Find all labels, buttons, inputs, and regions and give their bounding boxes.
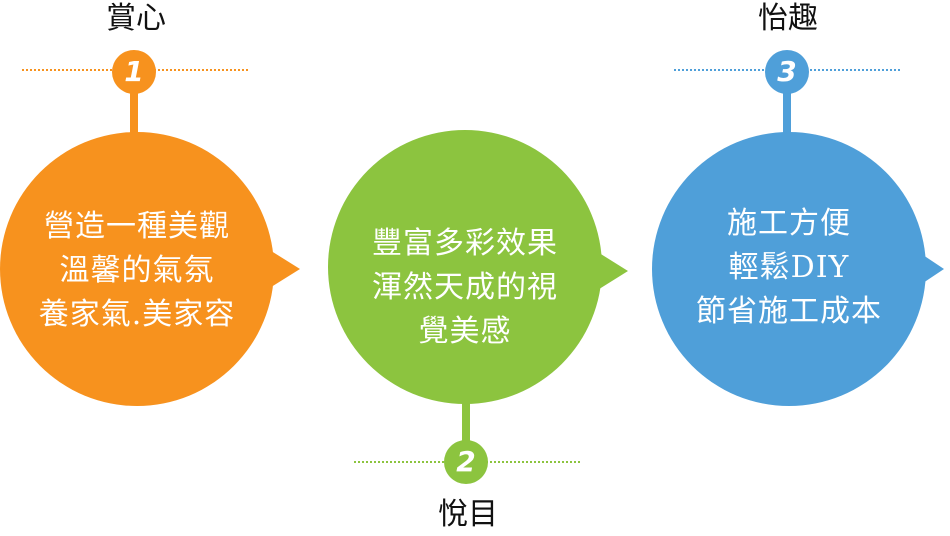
step-1-title: 賞心 (106, 1, 166, 36)
step-2-text: 豐富多彩效果 渾然天成的視 覺美感 (328, 222, 602, 354)
step-2-line-1: 豐富多彩效果 (372, 226, 558, 261)
step-2-number-badge: 2 (444, 440, 488, 484)
step-3-line-1: 施工方便 (727, 206, 851, 241)
step-3-pointer (914, 249, 944, 289)
step-1-number-badge: 1 (112, 50, 156, 94)
step-1-line-1: 營造一種美觀 (44, 209, 230, 244)
step-3-number-badge: 3 (765, 50, 809, 94)
step-3-title: 怡趣 (758, 1, 818, 36)
step-1-line-2: 溫馨的氣氛 (59, 253, 215, 288)
step-2-connector (462, 396, 470, 448)
step-1-connector (130, 84, 138, 144)
step-2-bubble (328, 130, 602, 404)
step-2-title: 悅目 (438, 497, 498, 532)
step-1-bubble (0, 132, 274, 406)
step-2-pointer (596, 251, 628, 291)
step-3-line-3: 節省施工成本 (696, 294, 882, 329)
step-1-line-3: 養家氣.美家容 (38, 297, 236, 332)
step-3-bubble (652, 132, 926, 406)
step-3-line-2: 輕鬆DIY (728, 250, 850, 285)
step-2-line-2: 渾然天成的視 (372, 270, 558, 305)
step-1-pointer (268, 249, 300, 289)
step-3-text: 施工方便 輕鬆DIY 節省施工成本 (652, 202, 926, 334)
step-3-connector (783, 84, 791, 144)
step-2-line-3: 覺美感 (418, 314, 512, 349)
step-1-text: 營造一種美觀 溫馨的氣氛 養家氣.美家容 (0, 205, 274, 337)
